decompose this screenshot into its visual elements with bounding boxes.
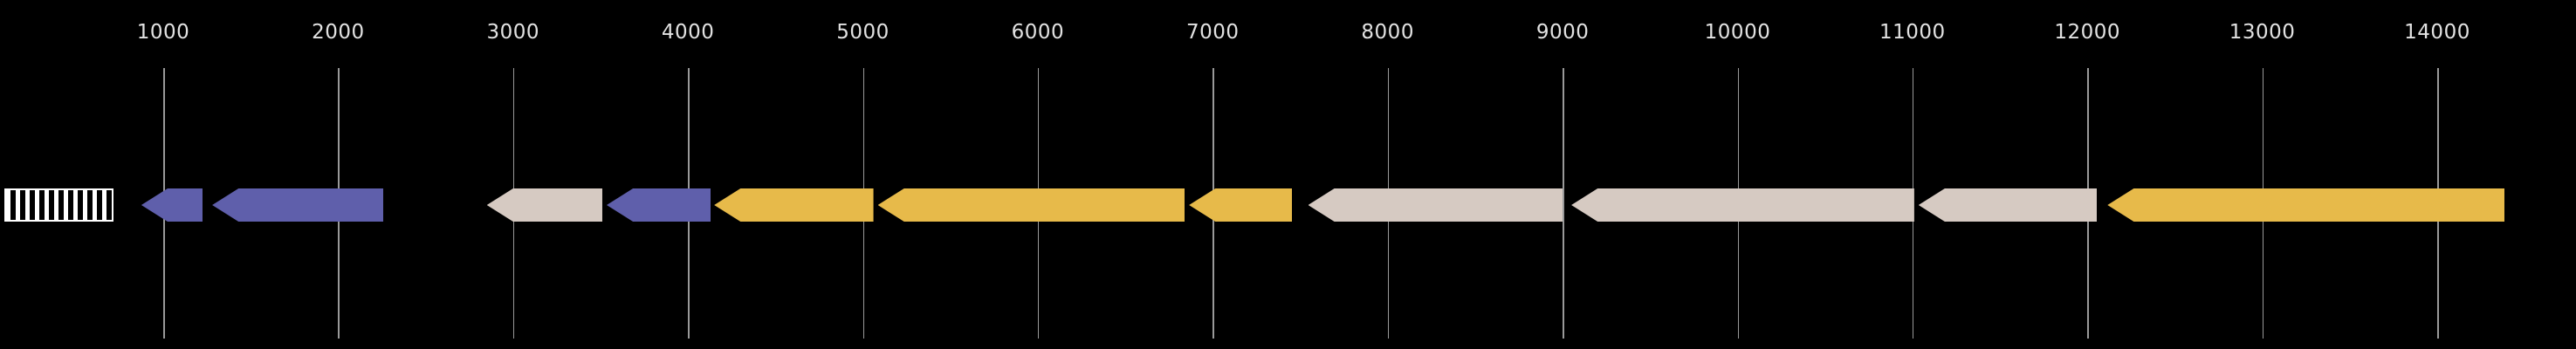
gridline-9000 [1563, 68, 1564, 339]
axis-tick-label-11000: 11000 [1879, 21, 1946, 44]
gene-arrow-feature-10 [1571, 188, 1914, 222]
gene-arrow-feature-11 [1918, 188, 2098, 222]
gene-arrow-feature-3 [212, 188, 384, 222]
axis-tick-label-1000: 1000 [136, 21, 190, 44]
axis-tick-label-10000: 10000 [1704, 21, 1771, 44]
axis-tick-label-12000: 12000 [2054, 21, 2121, 44]
axis-tick-label-8000: 8000 [1361, 21, 1414, 44]
axis-tick-label-6000: 6000 [1011, 21, 1065, 44]
axis-tick-label-4000: 4000 [661, 21, 715, 44]
gene-arrow-feature-7 [877, 188, 1185, 222]
axis-tick-label-5000: 5000 [836, 21, 890, 44]
axis-tick-label-3000: 3000 [486, 21, 540, 44]
gene-arrow-feature-4 [486, 188, 602, 222]
gene-arrow-feature-12 [2107, 188, 2505, 222]
axis-tick-label-13000: 13000 [2229, 21, 2296, 44]
gene-arrow-feature-9 [1308, 188, 1563, 222]
axis-tick-label-2000: 2000 [312, 21, 365, 44]
gene-arrow-feature-2 [141, 188, 203, 222]
hatched-feature-feature-1 [3, 188, 113, 222]
axis-tick-label-9000: 9000 [1535, 21, 1590, 44]
axis-tick-label-7000: 7000 [1186, 21, 1240, 44]
gene-arrow-feature-5 [607, 188, 711, 222]
axis-tick-label-14000: 14000 [2404, 21, 2470, 44]
gene-arrow-feature-6 [714, 188, 874, 222]
gene-arrow-feature-8 [1189, 188, 1293, 222]
